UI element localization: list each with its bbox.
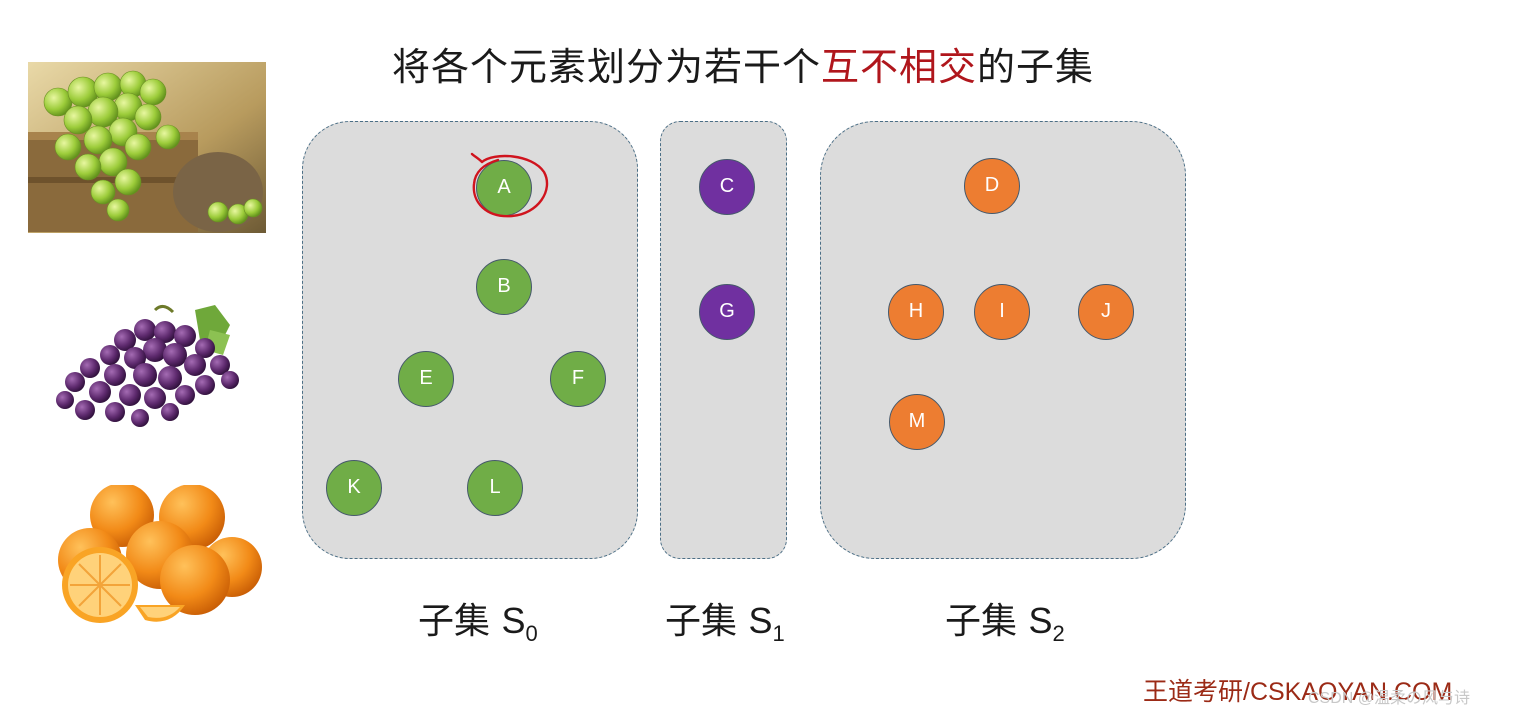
- subset-s1-label: 子集 S1: [665, 592, 785, 647]
- node-d: D: [964, 158, 1020, 214]
- subset-s1-label-sub: 1: [772, 621, 784, 646]
- subset-s2-label-text: 子集: [945, 601, 1028, 642]
- node-a: A: [476, 160, 532, 216]
- subset-s0-label-letter: S: [501, 600, 525, 641]
- node-i: I: [974, 284, 1030, 340]
- node-c: C: [699, 159, 755, 215]
- node-e: E: [398, 351, 454, 407]
- title-text-before: 将各个元素划分为若干个: [392, 45, 821, 89]
- subset-s2-label-sub: 2: [1052, 621, 1064, 646]
- node-g: G: [699, 284, 755, 340]
- purple-grapes-image: [45, 300, 245, 430]
- oranges-image: [50, 485, 265, 625]
- subset-s2-label: 子集 S2: [945, 592, 1065, 647]
- subset-s1-label-letter: S: [748, 600, 772, 641]
- node-b: B: [476, 259, 532, 315]
- subset-s1-label-text: 子集: [665, 601, 748, 642]
- slide-title: 将各个元素划分为若干个互不相交的子集: [392, 36, 1094, 91]
- node-h: H: [888, 284, 944, 340]
- node-l: L: [467, 460, 523, 516]
- title-highlight: 互不相交: [821, 45, 977, 89]
- subset-s0-label: 子集 S0: [418, 592, 538, 647]
- node-f: F: [550, 351, 606, 407]
- title-text-after: 的子集: [977, 45, 1094, 89]
- subset-s0-label-text: 子集: [418, 601, 501, 642]
- green-grapes-image: [28, 62, 266, 233]
- node-k: K: [326, 460, 382, 516]
- subset-s0-label-sub: 0: [525, 621, 537, 646]
- node-j: J: [1078, 284, 1134, 340]
- csdn-watermark: CSDN @温柔の风与诗: [1308, 684, 1470, 708]
- node-m: M: [889, 394, 945, 450]
- subset-s2-label-letter: S: [1028, 600, 1052, 641]
